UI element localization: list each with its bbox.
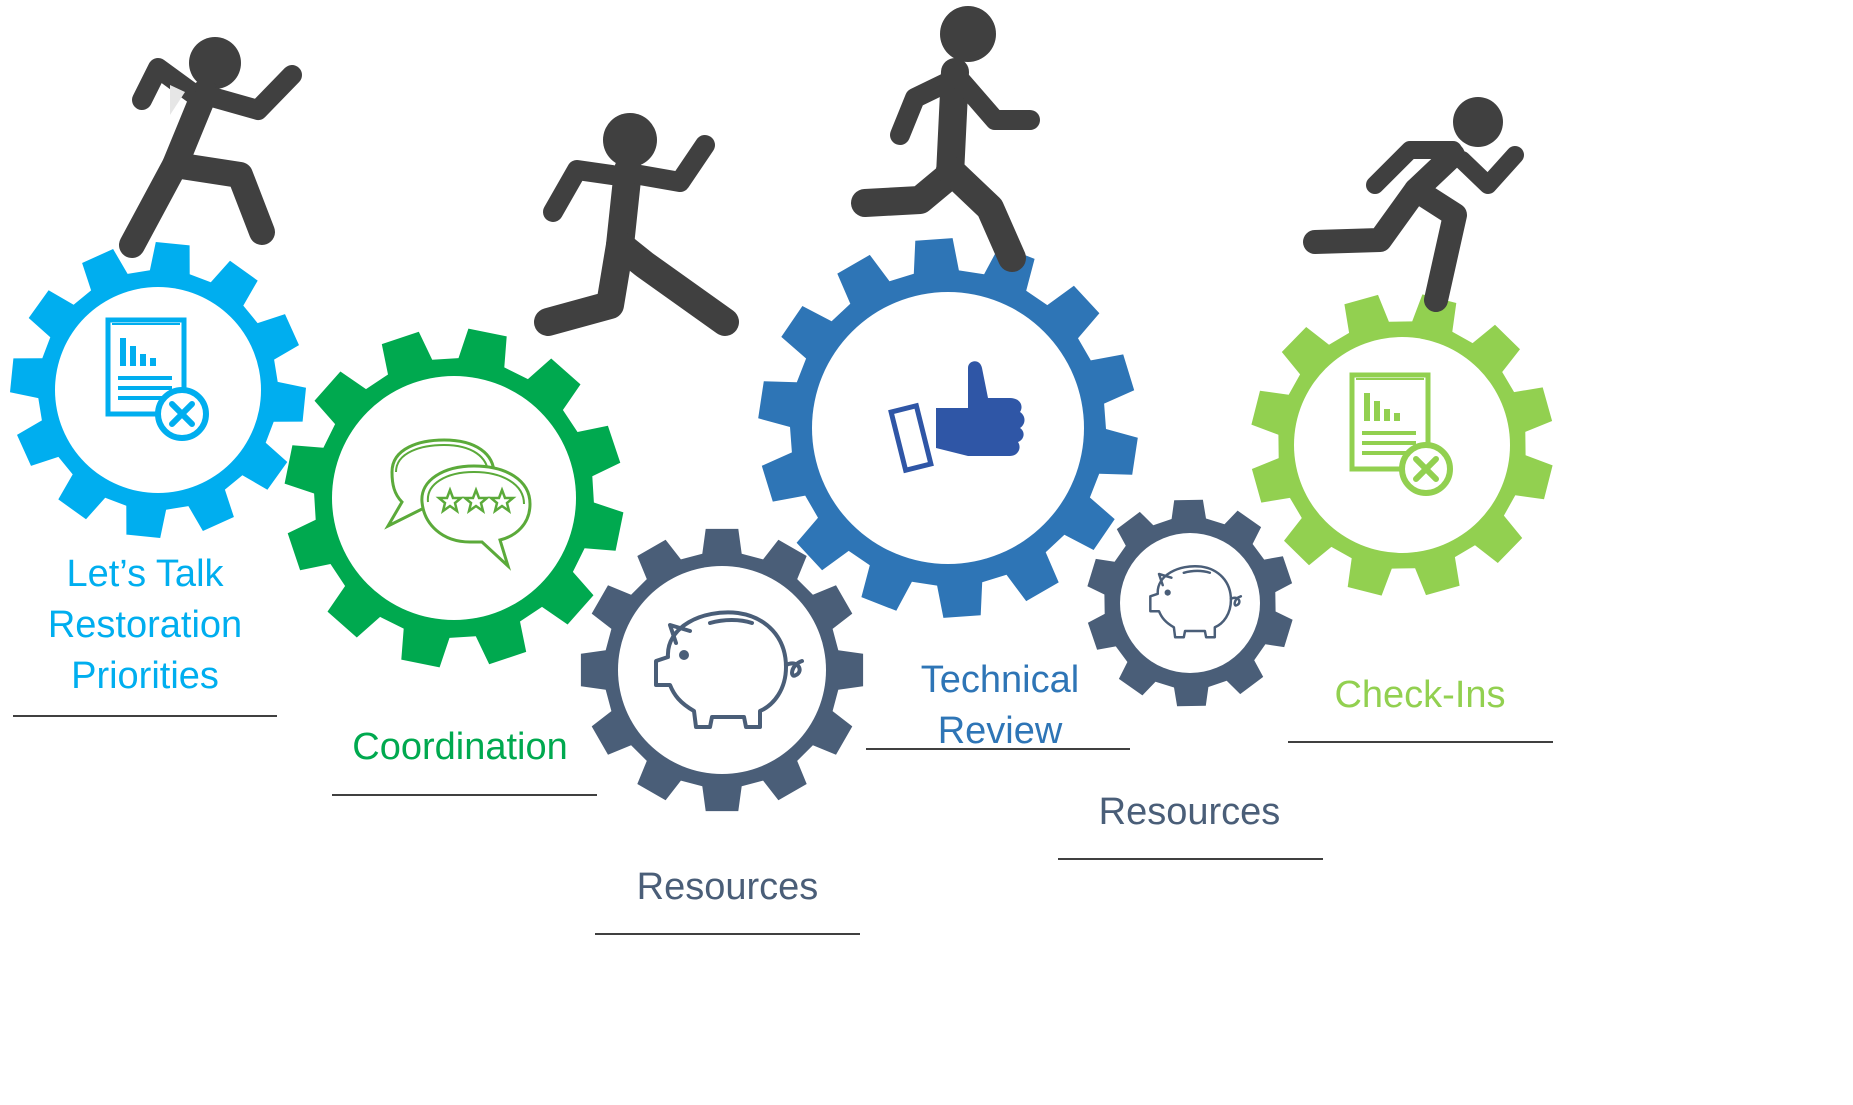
label-line: Let’s Talk	[66, 553, 224, 595]
stage-label-5: Resources	[1072, 787, 1307, 838]
gear-5	[1087, 499, 1293, 707]
label-line: Check-Ins	[1334, 674, 1506, 716]
gear-4	[758, 238, 1138, 618]
stage-label-4: Technical Review	[880, 655, 1120, 757]
stage-label-1: Let’s Talk Restoration Priorities	[35, 549, 255, 702]
label-line: Technical	[920, 659, 1080, 701]
label-line: Resources	[636, 866, 819, 908]
stage-label-6: Check-Ins	[1300, 670, 1540, 721]
label-line: Priorities	[71, 655, 219, 697]
runner-3-icon	[851, 6, 1040, 272]
stage-label-2: Coordination	[340, 722, 580, 773]
label-line: Review	[937, 710, 1063, 752]
stage-label-3: Resources	[610, 862, 845, 913]
gear-3	[580, 528, 864, 812]
gear-6	[1251, 294, 1553, 596]
gear-1	[10, 242, 306, 538]
runner-1-icon	[119, 37, 302, 258]
runner-4-icon	[1303, 97, 1524, 312]
runner-2-icon	[534, 113, 739, 336]
gear-2	[284, 328, 624, 668]
label-line: Coordination	[352, 726, 568, 768]
label-line: Resources	[1098, 791, 1281, 833]
underline-rules	[13, 715, 1553, 935]
label-line: Restoration	[47, 604, 243, 646]
